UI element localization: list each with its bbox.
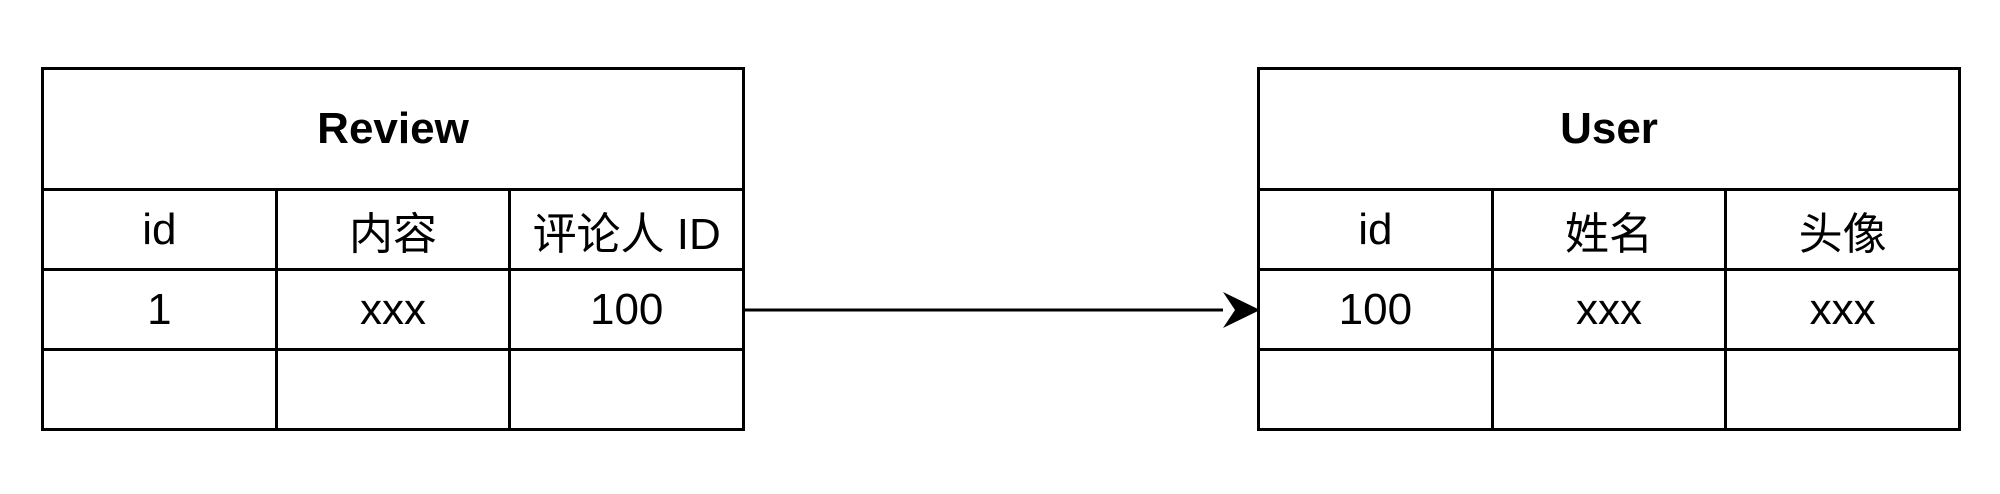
header-cell-id: id xyxy=(44,191,278,268)
table-cell xyxy=(1727,351,1958,428)
header-cell-reviewer-id: 评论人 ID xyxy=(532,209,721,259)
header-cell-id: id xyxy=(1260,191,1494,268)
table-cell: xxx xyxy=(278,271,512,348)
table-row xyxy=(44,351,742,428)
table-cell: xxx xyxy=(1494,271,1728,348)
table-cell xyxy=(1260,351,1494,428)
header-cell-name: 姓名 xyxy=(1494,191,1728,268)
header-cell-avatar: 头像 xyxy=(1798,209,1887,259)
review-table: Review id 内容 评论人 ID 1 xxx 100 xyxy=(41,67,745,431)
table-row: 100 xxx xxx xyxy=(1260,271,1958,351)
table-row: 1 xxx 100 xyxy=(44,271,742,351)
table-header-row: id 姓名 头像 xyxy=(1260,191,1958,271)
table-cell: 100 xyxy=(589,284,664,334)
review-table-title: Review xyxy=(44,70,742,191)
table-cell xyxy=(44,351,278,428)
table-cell: 1 xyxy=(44,271,278,348)
header-cell-content: 内容 xyxy=(278,191,512,268)
table-cell xyxy=(1494,351,1728,428)
table-cell xyxy=(278,351,512,428)
table-header-row: id 内容 评论人 ID xyxy=(44,191,742,271)
relation-arrow xyxy=(745,292,1260,328)
arrow-head xyxy=(1223,292,1260,328)
table-cell: xxx xyxy=(1809,284,1876,334)
user-table-title: User xyxy=(1260,70,1958,191)
table-cell: 100 xyxy=(1260,271,1494,348)
table-row xyxy=(1260,351,1958,428)
user-table: User id 姓名 头像 100 xxx xxx xyxy=(1257,67,1961,431)
table-cell xyxy=(511,351,742,428)
